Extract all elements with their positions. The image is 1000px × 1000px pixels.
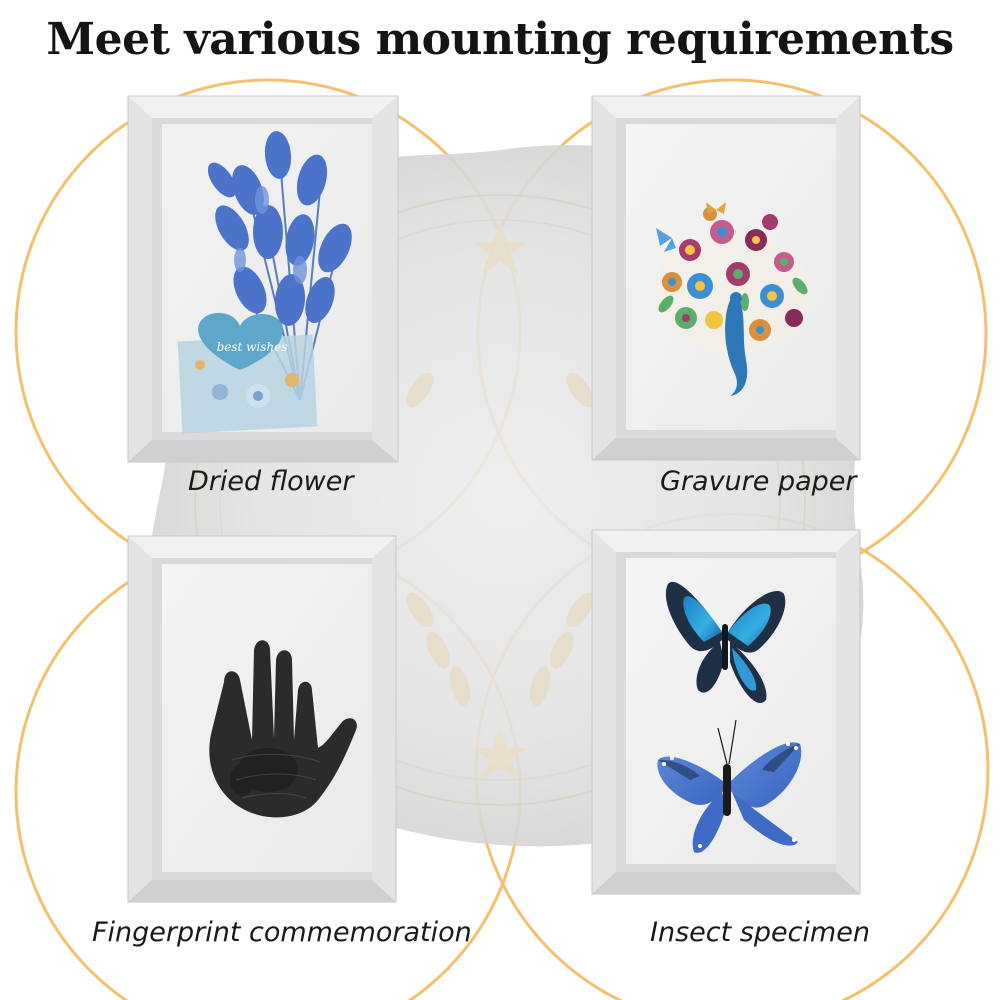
star-icon	[472, 222, 528, 780]
dried-flower-bouquet-icon	[177, 131, 352, 434]
caption-fingerprint-commemoration: Fingerprint commemoration	[92, 917, 472, 948]
card-text: best wishes	[217, 340, 288, 354]
butterflies-icon	[657, 581, 802, 853]
shadow-box-frame	[591, 95, 861, 461]
laurel-leaves-icon	[406, 372, 594, 706]
caption-dried-flower: Dried flower	[188, 466, 354, 497]
shadow-box-frame	[591, 529, 861, 895]
caption-insect-specimen: Insect specimen	[650, 917, 870, 948]
caption-gravure-paper: Gravure paper	[660, 466, 857, 497]
handprint-icon	[209, 640, 357, 818]
quilled-paper-peacock-icon	[654, 202, 810, 396]
page-title: Meet various mounting requirements	[46, 14, 954, 65]
